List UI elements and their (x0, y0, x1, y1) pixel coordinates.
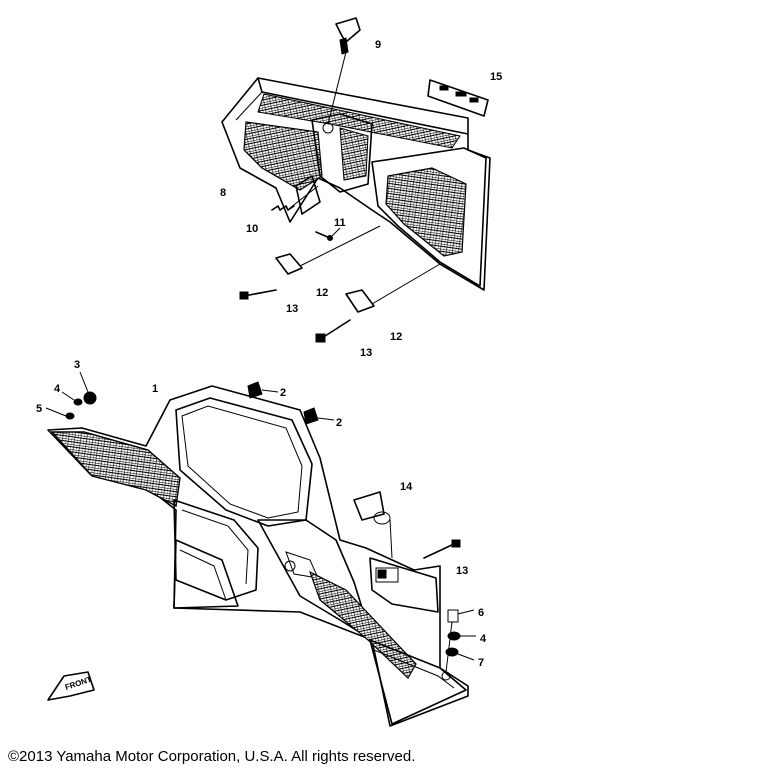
callout-6: 6 (478, 607, 484, 619)
nut-part-7 (445, 647, 475, 661)
callout-9: 9 (375, 39, 381, 51)
callout-3: 3 (74, 359, 80, 371)
upper-cover (221, 77, 491, 291)
callout-2-a: 2 (280, 387, 286, 399)
screw-part-13-lower (423, 539, 461, 559)
callout-13-middle: 13 (360, 347, 372, 359)
copyright-notice: ©2013 Yamaha Motor Corporation, U.S.A. A… (8, 748, 416, 765)
washer-part-4-left (61, 391, 83, 406)
callout-4-right: 4 (480, 633, 487, 645)
callout-10: 10 (246, 223, 258, 235)
spring-part-10 (271, 185, 319, 211)
callout-7: 7 (478, 657, 484, 669)
screw-part-13-upper-b (315, 319, 351, 343)
screw-part-13-upper-a (239, 289, 277, 300)
lamp-part-14 (353, 491, 393, 559)
knob-part-9 (327, 17, 361, 125)
lower-cowling (47, 385, 469, 727)
callout-15: 15 (490, 71, 502, 83)
screw-part-3 (79, 371, 97, 405)
grommet-part-2-a (247, 381, 279, 399)
hinge-part-12-upper (275, 225, 381, 275)
callout-2-b: 2 (336, 417, 342, 429)
front-marker-label: FRONT (64, 675, 93, 692)
pin-part-11 (315, 227, 341, 241)
hinge-part-12-lower (345, 263, 441, 313)
callout-12-lower: 12 (390, 331, 402, 343)
callout-13-lower: 13 (456, 565, 468, 577)
callout-8: 8 (220, 187, 226, 199)
plate-part-15 (427, 79, 489, 117)
callout-12-upper: 12 (316, 287, 328, 299)
callout-1: 1 (152, 383, 158, 395)
bolt-part-6 (447, 609, 475, 623)
grommet-part-2-b (303, 407, 335, 425)
callout-13-upper: 13 (286, 303, 298, 315)
front-marker-icon: FRONT (47, 671, 95, 701)
washer-part-4-right (447, 631, 476, 641)
callout-5: 5 (36, 403, 42, 415)
callout-11: 11 (334, 217, 346, 229)
callout-14: 14 (400, 481, 413, 493)
callout-4-left: 4 (54, 383, 61, 395)
nut-part-5 (45, 407, 75, 420)
